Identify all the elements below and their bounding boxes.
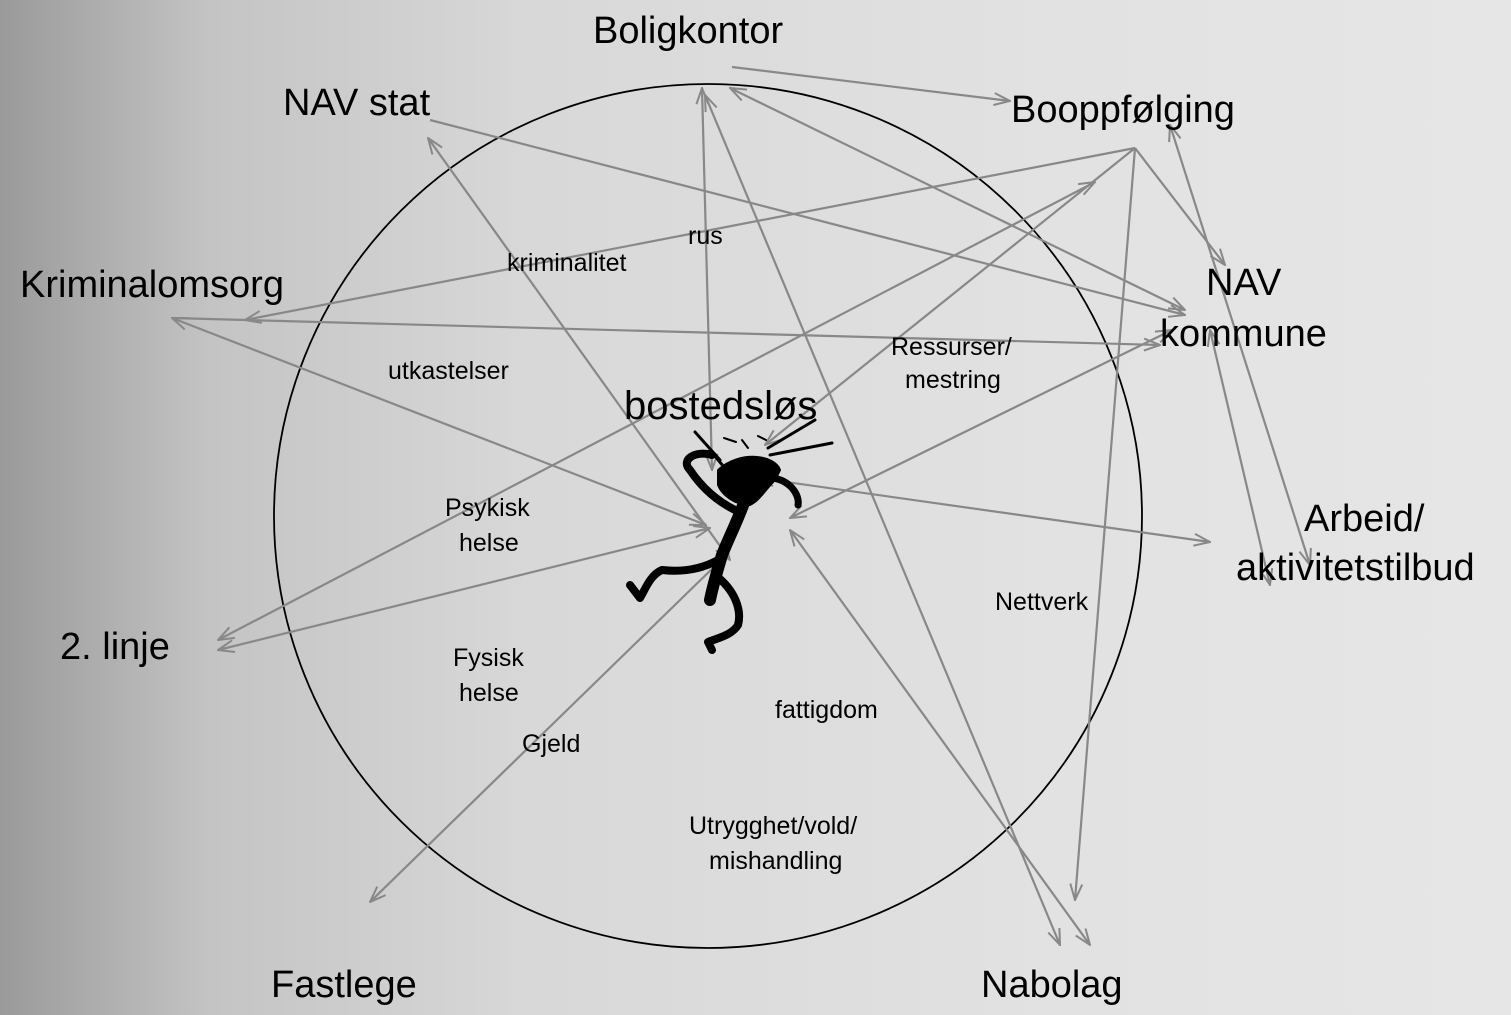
issue-ressurser-line2: mestring <box>905 366 1001 394</box>
issue-rus: rus <box>688 222 723 250</box>
issue-kriminalitet: kriminalitet <box>507 249 627 277</box>
actor-arbeid-line2: aktivitetstilbud <box>1236 547 1475 589</box>
issue-utrygghet-line1: Utrygghet/vold/ <box>689 812 858 840</box>
actor-boligkontor: Boligkontor <box>593 10 784 52</box>
actor-fastlege: Fastlege <box>271 964 417 1006</box>
actor-andre-linje: 2. linje <box>60 626 170 668</box>
issue-utkastelser: utkastelser <box>388 357 509 385</box>
arrow-booppfolging-nav-kommune <box>1134 147 1225 265</box>
issue-utrygghet-line2: mishandling <box>709 847 843 875</box>
arrow-booppfolging-center <box>765 147 1136 445</box>
arrow-nabolag-center <box>790 530 1090 945</box>
issue-fysisk-line2: helse <box>459 679 519 707</box>
actor-nav-kommune-line1: NAV <box>1206 262 1282 304</box>
issue-nettverk: Nettverk <box>995 588 1089 616</box>
stick-figure-icon <box>626 418 834 654</box>
issue-psykisk-line1: Psykisk <box>445 494 530 522</box>
actor-nabolag: Nabolag <box>981 964 1123 1006</box>
center-label-bostedslos: bostedsløs <box>624 384 818 428</box>
issue-fysisk-line1: Fysisk <box>453 644 524 672</box>
actor-arbeid-line1: Arbeid/ <box>1304 498 1425 540</box>
connection-arrows <box>172 65 1310 945</box>
actor-booppfolging: Booppfølging <box>1011 89 1235 131</box>
arrow-kriminalomsorg-center <box>172 318 706 525</box>
actor-kriminalomsorg: Kriminalomsorg <box>20 264 284 306</box>
actor-nav-stat: NAV stat <box>283 82 431 124</box>
issue-ressurser-line1: Ressurser/ <box>891 333 1012 361</box>
issue-gjeld: Gjeld <box>522 730 581 758</box>
arrow-nav-kommune-arbeid <box>1210 330 1270 585</box>
arrow-boligkontor-booppfolging <box>731 65 1010 101</box>
arrow-fastlege-center <box>370 563 718 902</box>
arrow-navstat-nav-kommune <box>429 118 1185 315</box>
actor-nav-kommune-line2: kommune <box>1160 313 1327 355</box>
issue-fattigdom: fattigdom <box>775 696 878 724</box>
issue-psykisk-line2: helse <box>459 529 519 557</box>
arrow-center-arbeid <box>758 478 1210 542</box>
